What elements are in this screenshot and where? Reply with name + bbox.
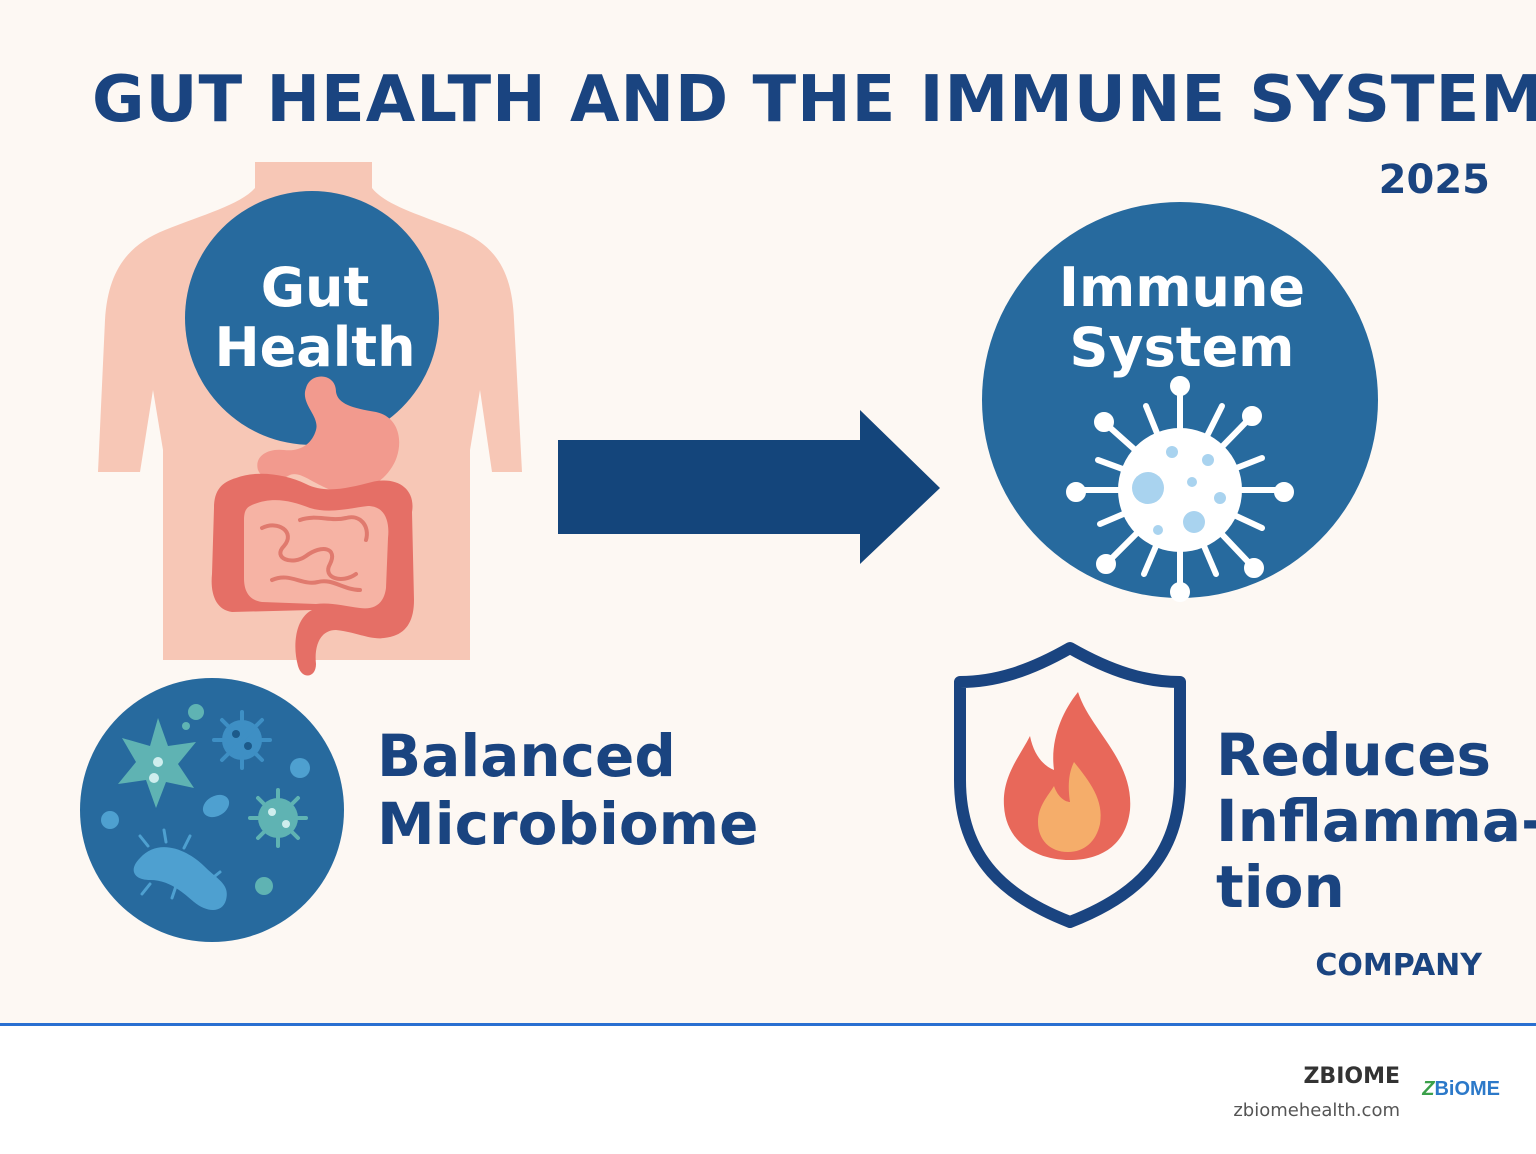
inflammation-line2: Inflamma- xyxy=(1216,787,1536,855)
immune-system-label: Immune System xyxy=(1012,258,1352,378)
illustration-layer xyxy=(80,162,1378,942)
microbiome-label: Balanced Microbiome xyxy=(377,722,758,858)
company-label: COMPANY xyxy=(1315,948,1482,983)
arrow-right-icon xyxy=(558,410,940,564)
logo-rest: BiOME xyxy=(1434,1078,1500,1100)
microbiome-line1: Balanced xyxy=(377,722,676,790)
flame-icon xyxy=(1003,692,1131,860)
footer-divider xyxy=(0,1023,1536,1026)
inflammation-line3: tion xyxy=(1216,853,1345,921)
microbiome-line2: Microbiome xyxy=(377,790,759,858)
stomach-icon xyxy=(257,376,400,493)
gut-health-circle xyxy=(185,191,439,445)
brand-name: ZBIOME xyxy=(1303,1064,1400,1089)
immune-system-line2: System xyxy=(1069,316,1295,379)
inflammation-label: Reduces Inflamma- tion xyxy=(1216,721,1536,921)
zbiome-logo: ZBiOME xyxy=(1422,1078,1500,1101)
intestine-icon xyxy=(211,473,414,676)
gut-health-line2: Health xyxy=(214,316,416,379)
gut-health-line1: Gut xyxy=(260,256,370,319)
page-title: GUT HEALTH AND THE IMMUNE SYSTEM xyxy=(92,63,1536,137)
infographic: GUT HEALTH AND THE IMMUNE SYSTEM 2025 Gu… xyxy=(80,63,1536,983)
microbe-icon xyxy=(101,704,310,910)
year-label: 2025 xyxy=(1378,157,1490,203)
gut-health-label: Gut Health xyxy=(190,258,440,378)
immune-system-line1: Immune xyxy=(1058,256,1306,319)
brand-url[interactable]: zbiomehealth.com xyxy=(1233,1100,1400,1121)
inflammation-line1: Reduces xyxy=(1216,721,1492,789)
footer: ZBIOME zbiomehealth.com ZBiOME xyxy=(0,1026,1536,1154)
logo-z: Z xyxy=(1422,1078,1435,1100)
